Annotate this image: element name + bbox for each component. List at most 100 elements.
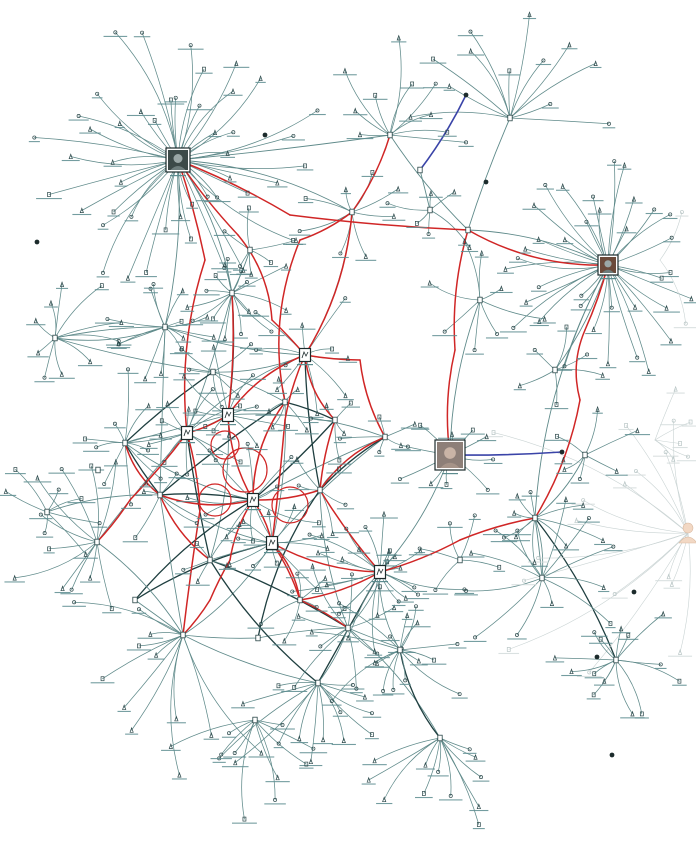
leaf-node[interactable] [204,274,226,281]
leaf-node[interactable] [231,460,249,467]
leaf-node[interactable] [578,516,600,522]
leaf-node[interactable] [245,272,258,279]
leaf-node[interactable] [379,202,395,208]
leaf-node[interactable] [104,422,126,428]
leaf-node[interactable] [672,679,687,686]
leaf-node[interactable] [132,608,147,614]
leaf-node[interactable] [337,557,348,564]
leaf-node[interactable] [355,254,376,261]
leaf-node[interactable] [118,705,131,712]
leaf-node[interactable] [29,136,40,142]
leaf-node[interactable] [537,183,554,189]
junction-node[interactable] [438,735,442,741]
leaf-node[interactable] [415,791,433,798]
leaf-node[interactable] [167,717,186,724]
leaf-node[interactable] [509,494,526,501]
terminal-node[interactable] [464,93,469,98]
leaf-node[interactable] [223,751,246,757]
leaf-node[interactable] [74,552,98,559]
leaf-node[interactable] [359,525,372,531]
leaf-node[interactable] [642,369,656,376]
leaf-node[interactable] [463,748,477,754]
leaf-node[interactable] [156,401,179,408]
leaf-node[interactable] [662,270,679,277]
leaf-node[interactable] [289,229,310,235]
leaf-node[interactable] [313,737,333,744]
leaf-node[interactable] [653,451,678,457]
leaf-node[interactable] [520,300,533,307]
leaf-node[interactable] [484,458,503,464]
leaf-node[interactable] [484,431,503,438]
junction-node[interactable] [383,434,387,440]
junction-node[interactable] [428,207,432,213]
leaf-node[interactable] [410,659,428,666]
leaf-node[interactable] [595,373,610,380]
hub-photo-right[interactable] [598,255,618,279]
leaf-node[interactable] [469,804,488,811]
leaf-node[interactable] [149,433,171,440]
leaf-node[interactable] [536,59,551,65]
leaf-node[interactable] [556,237,573,244]
leaf-node[interactable] [144,283,163,289]
leaf-node[interactable] [186,104,212,110]
leaf-node[interactable] [404,621,430,628]
leaf-node[interactable] [342,401,360,408]
leaf-node[interactable] [240,343,262,349]
leaf-node[interactable] [461,428,485,435]
leaf-node[interactable] [341,573,363,579]
leaf-node[interactable] [333,69,357,76]
leaf-node[interactable] [553,544,579,551]
leaf-node[interactable] [618,633,638,640]
leaf-node[interactable] [416,763,435,770]
junction-node[interactable] [253,717,257,723]
leaf-node[interactable] [55,586,71,593]
leaf-node[interactable] [24,476,52,483]
leaf-node[interactable] [606,469,628,476]
leaf-node[interactable] [285,504,304,511]
leaf-node[interactable] [231,702,254,709]
leaf-node[interactable] [123,536,148,543]
leaf-node[interactable] [602,592,628,598]
leaf-node[interactable] [414,547,425,553]
leaf-node[interactable] [577,353,597,359]
leaf-node[interactable] [5,468,26,475]
leaf-node[interactable] [381,635,400,641]
leaf-node[interactable] [171,214,190,221]
leaf-node[interactable] [178,44,204,50]
junction-node[interactable] [318,487,322,493]
leaf-node[interactable] [590,61,602,68]
leaf-node[interactable] [604,545,622,551]
leaf-node[interactable] [473,775,490,781]
leaf-node[interactable] [272,639,296,646]
junction-node[interactable] [553,367,557,373]
leaf-node[interactable] [245,564,261,570]
leaf-node[interactable] [613,482,637,489]
leaf-node[interactable] [148,653,165,660]
leaf-node[interactable] [36,193,62,200]
leaf-node[interactable] [362,758,386,765]
leaf-node[interactable] [382,214,405,221]
leaf-node[interactable] [663,213,677,219]
leaf-node[interactable] [667,387,685,394]
leaf-node[interactable] [401,422,429,429]
leaf-node[interactable] [49,372,75,379]
leaf-node[interactable] [125,728,138,735]
terminal-node[interactable] [263,133,268,138]
leaf-node[interactable] [531,286,547,292]
hub-portrait-center[interactable] [435,440,465,474]
leaf-node[interactable] [398,596,414,603]
leaf-node[interactable] [594,538,612,545]
leaf-node[interactable] [528,556,549,562]
leaf-node[interactable] [267,387,287,394]
leaf-node[interactable] [365,733,379,740]
leaf-node[interactable] [291,736,309,743]
leaf-node[interactable] [148,118,161,125]
leaf-node[interactable] [135,403,162,410]
leaf-node[interactable] [646,208,663,214]
leaf-node[interactable] [300,747,328,753]
leaf-node[interactable] [44,547,55,554]
leaf-node[interactable] [663,236,680,242]
leaf-node[interactable] [27,351,48,358]
leaf-node[interactable] [98,224,109,230]
leaf-node[interactable] [452,692,468,698]
